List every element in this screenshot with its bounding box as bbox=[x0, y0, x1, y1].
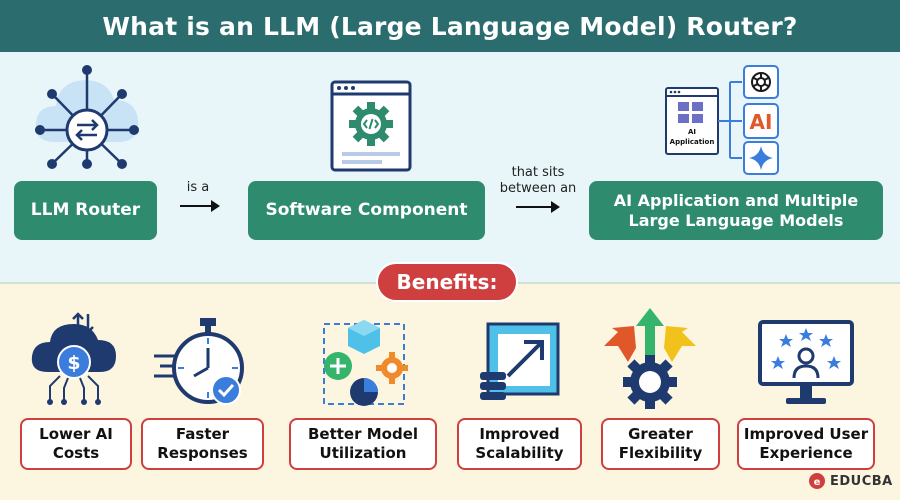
benefit-greater-flexibility: Greater Flexibility bbox=[601, 418, 720, 470]
stopwatch-icon bbox=[154, 318, 244, 405]
benefit-label-line2: Utilization bbox=[319, 444, 407, 462]
benefit-label-line2: Flexibility bbox=[618, 444, 703, 462]
ai-app-line2: Large Language Models bbox=[628, 210, 844, 230]
benefit-lower-ai-costs: Lower AI Costs bbox=[20, 418, 132, 470]
model-utilization-icon bbox=[323, 320, 408, 406]
benefit-label-line2: Costs bbox=[52, 444, 100, 462]
that-sits-line2: between an bbox=[499, 181, 577, 197]
benefit-label-line1: Better Model bbox=[307, 425, 419, 444]
benefit-better-model-utilization: Better Model Utilization bbox=[289, 418, 437, 470]
benefit-label-line1: Faster bbox=[175, 425, 230, 444]
arrow-2 bbox=[516, 201, 560, 213]
arrow-1 bbox=[180, 200, 220, 212]
that-sits-line1: that sits bbox=[511, 165, 565, 180]
benefit-label-line2: Scalability bbox=[475, 444, 564, 462]
brand-name: EDUCBA bbox=[830, 473, 893, 489]
that-sits-label: that sits between an bbox=[494, 165, 582, 198]
llm-router-label: LLM Router bbox=[30, 200, 141, 221]
brand-logo: e EDUCBA bbox=[808, 472, 893, 490]
cost-cloud-icon: $ bbox=[31, 312, 116, 405]
ai-application-diagram-icon: AI Application AI bbox=[665, 65, 779, 175]
benefit-label-line2: Experience bbox=[759, 444, 853, 462]
benefit-label-line1: Improved User bbox=[743, 425, 869, 444]
benefits-heading: Benefits: bbox=[376, 262, 518, 302]
svg-text:$: $ bbox=[67, 352, 80, 374]
benefit-label-line1: Greater bbox=[628, 425, 693, 444]
software-component-box: Software Component bbox=[248, 181, 485, 240]
benefit-improved-scalability: Improved Scalability bbox=[457, 418, 582, 470]
ai-badge-text: AI bbox=[750, 110, 773, 134]
is-a-label: is a bbox=[186, 180, 210, 195]
benefit-label-line2: Responses bbox=[157, 444, 248, 462]
software-component-label: Software Component bbox=[265, 200, 468, 221]
ai-app-icon-line1: AI bbox=[688, 128, 696, 136]
benefit-label-line1: Lower AI bbox=[39, 425, 113, 444]
benefit-improved-user-experience: Improved User Experience bbox=[737, 418, 875, 470]
page-title: What is an LLM (Large Language Model) Ro… bbox=[102, 11, 798, 41]
router-cloud-icon bbox=[35, 65, 139, 169]
benefit-faster-responses: Faster Responses bbox=[141, 418, 264, 470]
ai-application-box: AI Application and Multiple Large Langua… bbox=[589, 181, 883, 240]
software-window-icon bbox=[330, 80, 412, 172]
scalability-icon bbox=[480, 322, 560, 400]
benefit-label-line1: Improved bbox=[479, 425, 560, 444]
benefits-title: Benefits: bbox=[396, 270, 498, 294]
ai-app-icon-line2: Application bbox=[670, 138, 715, 146]
llm-router-box: LLM Router bbox=[14, 181, 157, 240]
flexibility-icon bbox=[604, 308, 696, 409]
ai-app-line1: AI Application and Multiple bbox=[613, 191, 859, 211]
title-bar: What is an LLM (Large Language Model) Ro… bbox=[0, 0, 900, 52]
svg-text:e: e bbox=[814, 477, 821, 488]
user-experience-icon bbox=[758, 320, 854, 404]
educba-logo-icon: e bbox=[809, 473, 825, 489]
